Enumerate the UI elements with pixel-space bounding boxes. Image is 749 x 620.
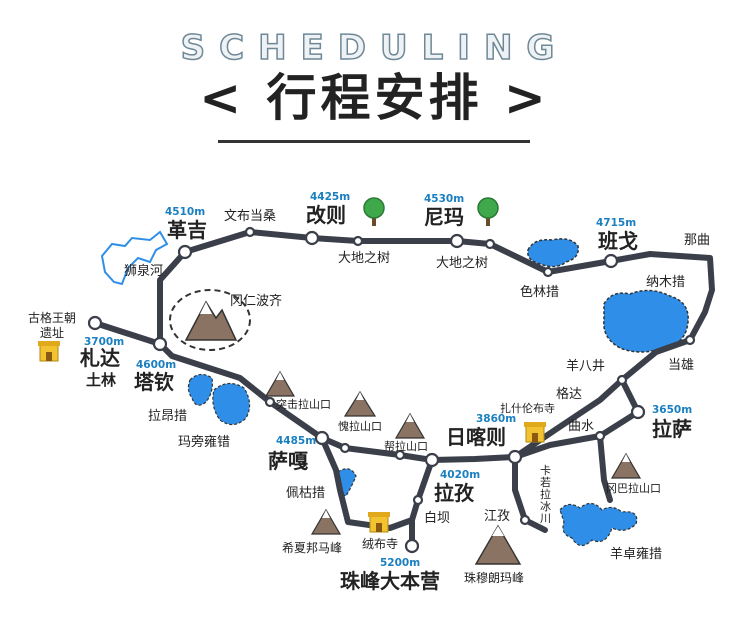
stop-gegi — [177, 244, 193, 260]
namtso-label: 纳木措 — [646, 275, 685, 290]
stop-gyangze — [519, 514, 531, 526]
paiku-label: 佩枯措 — [286, 486, 325, 501]
header-divider — [218, 140, 530, 143]
shishapangma-label: 希夏邦马峰 — [282, 540, 342, 555]
temple-icon — [524, 422, 546, 443]
lake-yamdrok — [559, 502, 638, 547]
tuji-label: 突击拉山口 — [276, 397, 331, 411]
mountain-icon — [610, 452, 642, 479]
bange-altitude: 4715m — [596, 217, 636, 229]
temple-icon — [368, 512, 390, 533]
stop-damxung — [684, 334, 696, 346]
tree-icon — [477, 197, 499, 226]
ebc-label: 珠峰大本营 — [340, 569, 440, 593]
stop-gaize — [304, 230, 320, 246]
lhasa-altitude: 3650m — [652, 404, 692, 416]
stop-baiba — [412, 494, 424, 506]
lake-lhaang — [187, 373, 213, 406]
guila-label: 愧拉山口 — [338, 419, 382, 433]
bange-label: 班戈 — [598, 229, 638, 253]
gangda-label: 格达 — [556, 386, 582, 402]
stop-guila — [339, 442, 351, 454]
stop-lhasa — [630, 404, 646, 420]
lhatse-altitude: 4020m — [440, 469, 480, 481]
nima-label: 尼玛 — [424, 205, 464, 229]
tarchen-label: 塔钦 — [134, 370, 174, 394]
stop-wenbu — [244, 226, 256, 238]
lake-shiquan — [100, 230, 169, 286]
shigatse-label: 日喀则 — [446, 425, 506, 449]
header-subtitle: SCHEDULING — [180, 27, 569, 69]
stop-tree1 — [352, 235, 364, 247]
stop-selin — [542, 266, 554, 278]
gangba-label: 冈巴拉山口 — [606, 481, 661, 495]
tarchen-altitude: 4600m — [136, 359, 176, 371]
naqu-label: 那曲 — [684, 233, 710, 248]
yangbajing-label: 羊八井 — [566, 358, 605, 374]
stop-saga — [314, 430, 330, 446]
stop-lhatse — [424, 452, 440, 468]
mountain-icon — [394, 412, 426, 439]
qomolangma-label: 珠穆朗玛峰 — [464, 570, 524, 585]
temple-icon — [38, 341, 60, 362]
karola-label: 卡若拉冰川 — [540, 464, 551, 525]
lhasa-label: 拉萨 — [652, 417, 692, 441]
mountain-icon-kangrinboqe — [169, 289, 251, 351]
guge-label: 古格王朝 — [28, 310, 76, 325]
damxung-label: 当雄 — [668, 358, 694, 373]
stop-ebc — [404, 538, 420, 554]
guge-label-2: 遗址 — [40, 326, 64, 340]
gyangze-label: 江孜 — [484, 509, 510, 524]
stop-bange — [603, 253, 619, 269]
shigatse-altitude: 3860m — [476, 413, 516, 425]
gaize-label: 改则 — [306, 203, 346, 227]
stop-tuji — [264, 396, 276, 408]
wenbu-label: 文布当桑 — [224, 209, 276, 224]
saga-altitude: 4485m — [276, 435, 316, 447]
saga-label: 萨嘎 — [268, 449, 308, 473]
rongbuk-label: 绒布寺 — [362, 537, 398, 551]
gegi-label: 革吉 — [167, 218, 207, 242]
zada-altitude: 3700m — [84, 336, 124, 348]
qushui-label: 曲水 — [568, 419, 594, 434]
route-line — [92, 229, 715, 549]
mountain-icon — [343, 390, 377, 417]
shiquan-label: 狮泉河 — [124, 263, 163, 279]
mountain-icon — [310, 508, 342, 535]
stop-jiala — [394, 449, 406, 461]
tree1-label: 大地之树 — [338, 251, 390, 266]
stop-tarchen — [152, 336, 168, 352]
mountain-icon — [264, 370, 296, 397]
lake-manasarovar — [212, 382, 251, 426]
stop-nima — [449, 233, 465, 249]
jiala-label: 帮拉山口 — [384, 439, 428, 453]
selin-label: 色林措 — [520, 284, 559, 300]
stop-shigatse — [507, 449, 523, 465]
tree-icon — [363, 197, 385, 226]
kangrinboqe-label: 冈仁波齐 — [230, 293, 282, 309]
stop-tree2 — [484, 238, 496, 250]
mountain-icon-qomolangma — [474, 524, 522, 565]
manasarovar-label: 玛旁雍错 — [178, 434, 230, 450]
lake-selin — [527, 238, 579, 268]
gegi-altitude: 4510m — [165, 206, 205, 218]
gaize-altitude: 4425m — [310, 191, 350, 203]
nima-altitude: 4530m — [424, 193, 464, 205]
yamdrok-label: 羊卓雍措 — [610, 546, 662, 562]
stop-qushui — [594, 430, 606, 442]
zada-sub-label: 土林 — [86, 371, 117, 389]
stop-yangbajing — [616, 374, 628, 386]
ebc-altitude: 5200m — [380, 557, 420, 569]
header-title: < 行程安排 > — [199, 69, 550, 127]
baiba-label: 白坝 — [424, 510, 450, 526]
stop-guge — [87, 315, 103, 331]
tree2-label: 大地之树 — [436, 256, 488, 271]
tashi-label: 扎什伦布寺 — [500, 401, 555, 415]
lake-namtso — [603, 289, 689, 353]
zada-label: 札达 — [79, 346, 120, 370]
lhatse-label: 拉孜 — [434, 481, 475, 505]
lhaang-label: 拉昂措 — [148, 409, 187, 424]
